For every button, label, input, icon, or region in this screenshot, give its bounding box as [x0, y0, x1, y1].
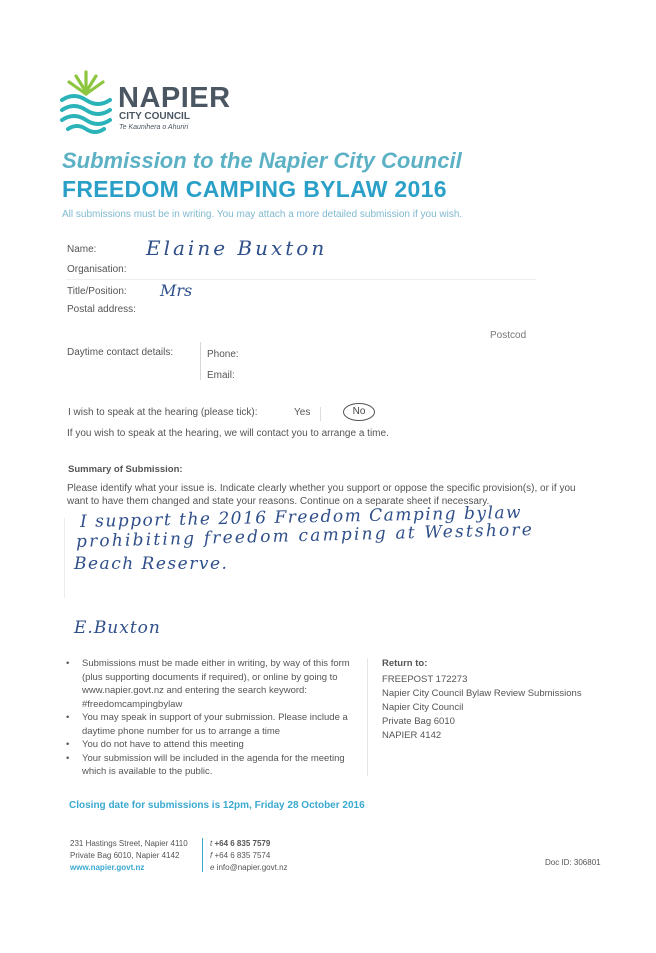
- return-address-line: Napier City Council: [382, 702, 464, 713]
- email-prefix: e: [210, 863, 215, 872]
- return-address-line: FREEPOST 172273: [382, 674, 468, 685]
- logo-mark-icon: [60, 70, 112, 134]
- hearing-no-option[interactable]: No: [343, 403, 375, 421]
- hearing-note: If you wish to speak at the hearing, we …: [67, 428, 389, 439]
- logo-maori-name: Te Kaunihera o Ahuriri: [119, 124, 189, 131]
- footer-website-link[interactable]: www.napier.govt.nz: [70, 863, 145, 872]
- organisation-label: Organisation:: [67, 264, 127, 275]
- title-field[interactable]: Mrs: [160, 281, 193, 300]
- list-item: You may speak in support of your submiss…: [64, 711, 354, 738]
- email-label: Email:: [207, 370, 235, 381]
- list-item: Your submission will be included in the …: [64, 752, 354, 779]
- page-subtitle: FREEDOM CAMPING BYLAW 2016: [62, 176, 447, 202]
- logo-name: NAPIER: [118, 82, 231, 114]
- hearing-question: I wish to speak at the hearing (please t…: [68, 407, 258, 418]
- list-item: Submissions must be made either in writi…: [64, 657, 354, 711]
- postcode-label: Postcod: [490, 330, 527, 341]
- info-bullet-list: Submissions must be made either in writi…: [64, 657, 354, 779]
- return-to-heading: Return to:: [382, 658, 428, 669]
- name-field[interactable]: Elaine Buxton: [146, 236, 328, 260]
- return-address-line: Napier City Council Bylaw Review Submiss…: [382, 688, 582, 699]
- footer-street-address: 231 Hastings Street, Napier 4110: [70, 839, 188, 848]
- footer-phone: t +64 6 835 7579: [210, 838, 270, 850]
- page-title: Submission to the Napier City Council: [62, 148, 462, 173]
- fax-prefix: f: [210, 851, 213, 860]
- name-label: Name:: [67, 244, 97, 255]
- logo-subtitle: CITY COUNCIL: [119, 111, 190, 122]
- intro-text: All submissions must be in writing. You …: [62, 209, 463, 220]
- closing-date: Closing date for submissions is 12pm, Fr…: [69, 800, 365, 811]
- divider: [320, 407, 321, 421]
- email-address[interactable]: info@napier.govt.nz: [216, 863, 288, 872]
- document-id: Doc ID: 306801: [545, 858, 601, 867]
- divider: [202, 838, 203, 872]
- postal-address-label: Postal address:: [67, 304, 136, 315]
- return-address-line: Private Bag 6010: [382, 716, 455, 727]
- fax-number: +64 6 835 7574: [214, 851, 271, 860]
- footer-postal-address: Private Bag 6010, Napier 4142: [70, 851, 180, 860]
- divider: [200, 342, 201, 380]
- divider: [66, 279, 536, 280]
- divider: [64, 518, 65, 598]
- phone-prefix: t: [210, 839, 213, 848]
- summary-heading: Summary of Submission:: [68, 464, 183, 475]
- handwritten-submission-line[interactable]: Beach Reserve.: [74, 554, 229, 574]
- list-item: You do not have to attend this meeting: [64, 738, 354, 752]
- divider: [367, 658, 368, 776]
- summary-instruction: Please identify what your issue is. Indi…: [67, 483, 576, 507]
- hearing-yes-option[interactable]: Yes: [294, 407, 311, 418]
- council-logo: [56, 68, 116, 134]
- return-address-line: NAPIER 4142: [382, 730, 442, 741]
- phone-number: +64 6 835 7579: [214, 839, 271, 848]
- footer-fax: f +64 6 835 7574: [210, 850, 270, 862]
- footer-email: e info@napier.govt.nz: [210, 862, 288, 874]
- signature: E.Buxton: [74, 618, 161, 638]
- title-label: Title/Position:: [67, 286, 127, 297]
- phone-label: Phone:: [207, 349, 239, 360]
- daytime-contact-label: Daytime contact details:: [67, 347, 174, 358]
